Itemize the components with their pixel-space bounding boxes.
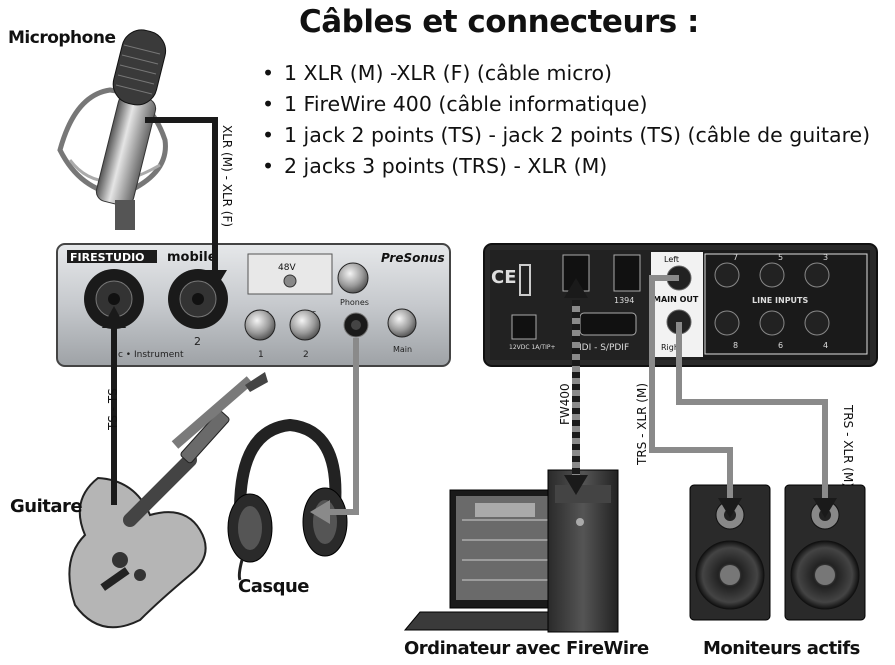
front-panel: FIRESTUDIO mobile PreSonus 2 c • Instrum… bbox=[56, 243, 451, 367]
gain-knob-2 bbox=[289, 309, 321, 341]
guitar-illustration bbox=[68, 372, 268, 629]
mic-cable bbox=[145, 117, 218, 276]
line-input-number: 6 bbox=[778, 341, 783, 350]
mix-knob bbox=[337, 262, 369, 294]
brand-label: FIRESTUDIO bbox=[70, 251, 145, 264]
line-input-number: 8 bbox=[733, 341, 738, 350]
main-out-label: MAIN OUT bbox=[653, 295, 699, 304]
microphone-illustration bbox=[57, 29, 168, 230]
cable-list-item: 1 XLR (M) -XLR (F) (câble micro) bbox=[262, 58, 870, 89]
line-input-jack bbox=[714, 262, 740, 288]
firewire-arrow-top bbox=[564, 278, 588, 298]
line-input-jack bbox=[804, 310, 830, 336]
right-out-cable-label: TRS - XLR (M) bbox=[841, 405, 855, 488]
line-inputs-label: LINE INPUTS bbox=[752, 296, 809, 305]
rear-panel: CE 1394 12VDC 1A/TIP+ IDI - S/PDIF Left … bbox=[483, 243, 878, 367]
monitor-right bbox=[784, 484, 866, 621]
cables bbox=[102, 117, 837, 524]
line-input-jack bbox=[759, 262, 785, 288]
cable-list-item: 1 FireWire 400 (câble informatique) bbox=[262, 89, 870, 120]
main-label: Main bbox=[393, 345, 412, 354]
line-input-number: 4 bbox=[823, 341, 828, 350]
input-2-number: 2 bbox=[194, 335, 201, 348]
headphones-illustration bbox=[227, 418, 348, 581]
cable-list-item: 1 jack 2 points (TS) - jack 2 points (TS… bbox=[262, 120, 870, 151]
firewire-arrow-bottom bbox=[564, 475, 588, 495]
phones-cable-arrow bbox=[310, 500, 330, 524]
midi-label: IDI - S/PDIF bbox=[579, 343, 629, 353]
computer-illustration bbox=[403, 469, 619, 633]
left-out-cable bbox=[649, 275, 733, 500]
fw-port-b bbox=[613, 254, 641, 292]
right-out-arrow bbox=[813, 498, 837, 518]
right-out-cable bbox=[676, 322, 828, 500]
page-title: Câbles et connecteurs : bbox=[299, 4, 699, 40]
mic-cable-arrow bbox=[203, 270, 227, 290]
knob-2-label: 2 bbox=[303, 350, 309, 360]
input-caption: c • Instrument bbox=[118, 350, 184, 360]
right-out-label: Right bbox=[661, 343, 682, 352]
line-input-number: 5 bbox=[778, 253, 783, 262]
line-input-jack bbox=[759, 310, 785, 336]
power-jack bbox=[511, 314, 537, 340]
model-label: mobile bbox=[167, 250, 217, 265]
guitar-cable-arrow bbox=[102, 306, 126, 328]
headphones-label: Casque bbox=[238, 576, 309, 597]
guitar-label: Guitare bbox=[10, 496, 83, 517]
fw-port-label: 1394 bbox=[614, 296, 634, 305]
monitors-label: Moniteurs actifs bbox=[703, 638, 860, 659]
mic-cable-label: XLR (M) - XLR (F) bbox=[220, 125, 234, 228]
phones-cable bbox=[325, 338, 359, 515]
left-out-label: Left bbox=[664, 255, 679, 264]
left-out-arrow bbox=[718, 498, 742, 518]
power-label: 12VDC 1A/TIP+ bbox=[509, 344, 555, 351]
cable-list-item: 2 jacks 3 points (TRS) - XLR (M) bbox=[262, 151, 870, 182]
line-input-jack bbox=[804, 262, 830, 288]
firewire-cable-label: FW400 bbox=[558, 383, 572, 425]
ce-mark: CE bbox=[491, 267, 517, 288]
maker-label: PreSonus bbox=[381, 251, 445, 265]
line-input-number: 3 bbox=[823, 253, 828, 262]
left-out-cable-label: TRS - XLR (M) bbox=[635, 382, 649, 465]
phones-label: Phones bbox=[340, 298, 369, 307]
line-input-jack bbox=[714, 310, 740, 336]
phantom-label: 48V bbox=[278, 263, 296, 273]
microphone-label: Microphone bbox=[8, 28, 116, 48]
knob-1-label: 1 bbox=[258, 350, 264, 360]
main-knob bbox=[387, 308, 417, 338]
computer-label: Ordinateur avec FireWire bbox=[404, 638, 649, 659]
gain-knob-1 bbox=[244, 309, 276, 341]
line-input-number: 7 bbox=[733, 253, 738, 262]
cable-list: 1 XLR (M) -XLR (F) (câble micro) 1 FireW… bbox=[262, 58, 870, 182]
guitar-cable-label: TS - TS bbox=[106, 388, 120, 430]
monitors-illustration bbox=[689, 484, 866, 621]
midi-port bbox=[579, 312, 637, 336]
